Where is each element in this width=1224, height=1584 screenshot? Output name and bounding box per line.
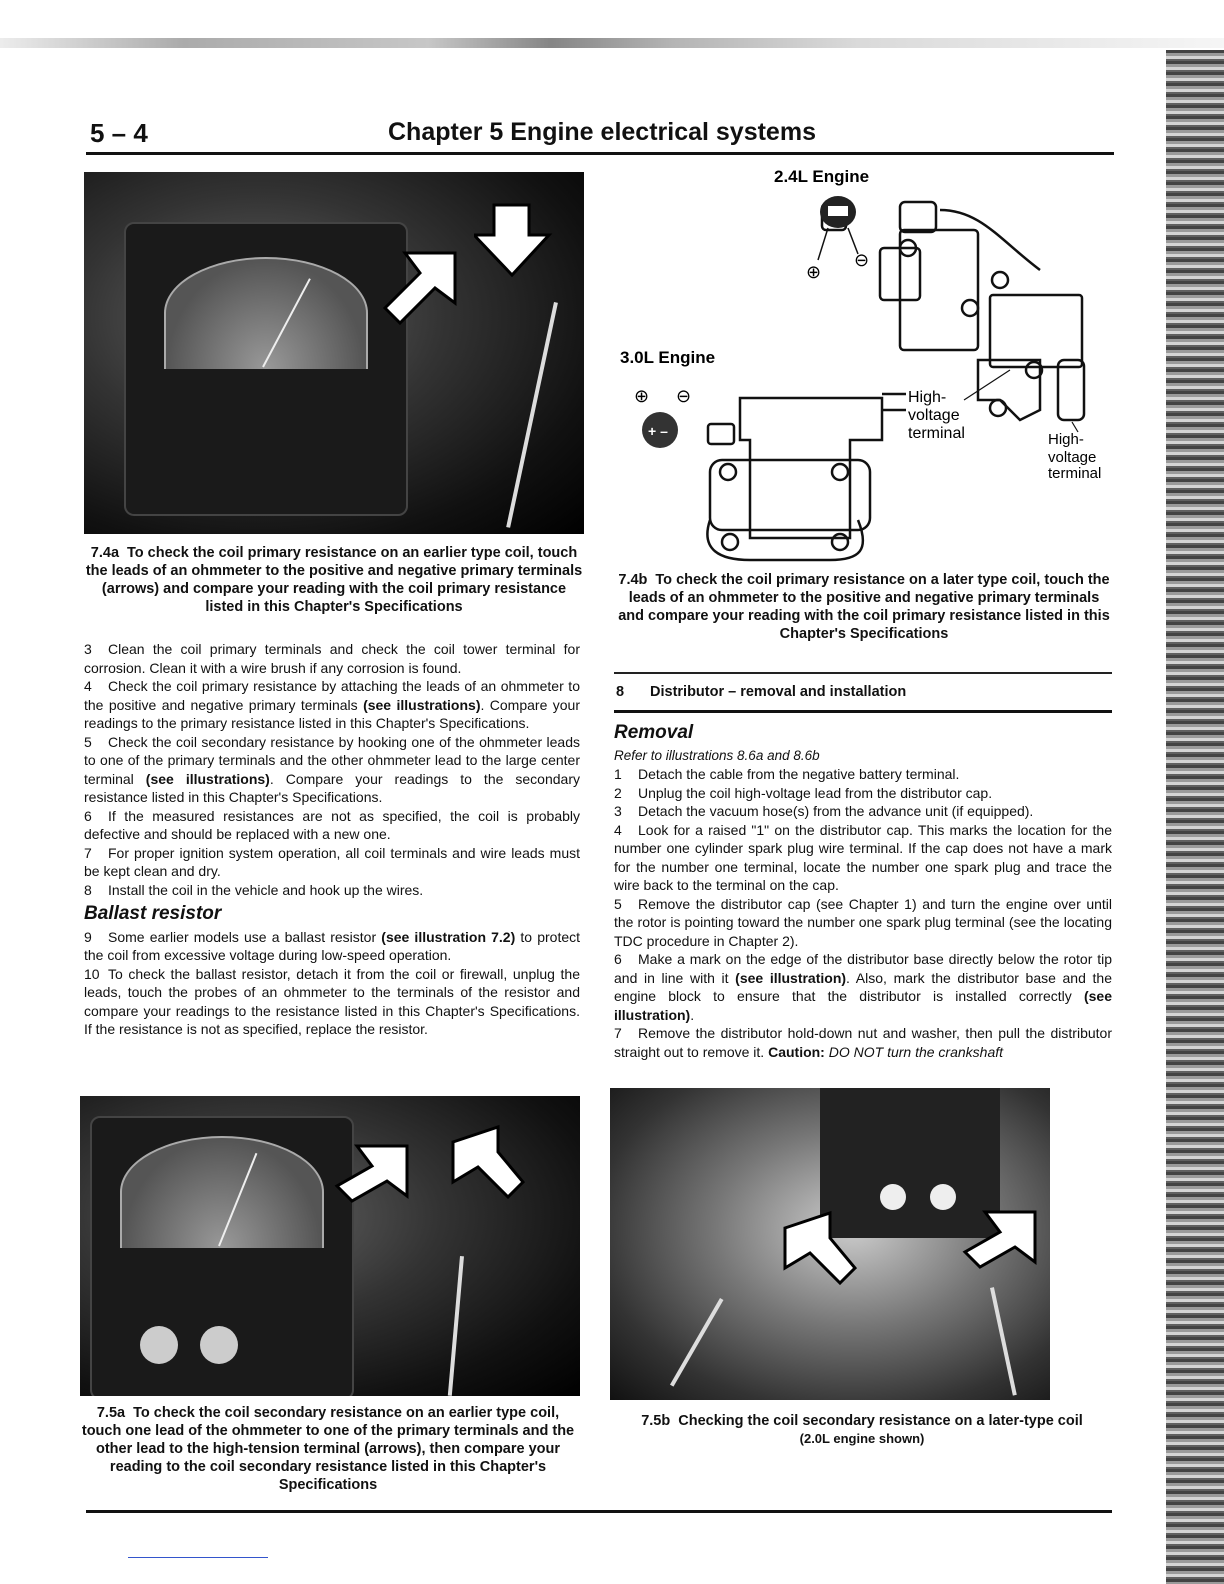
bottom-rule [86, 1510, 1112, 1513]
test-lead [447, 1256, 464, 1396]
svg-text:terminal: terminal [1048, 465, 1101, 482]
section-heading-8: 8 Distributor – removal and installation [614, 672, 1112, 713]
svg-text:terminal: terminal [908, 425, 965, 442]
chapter-title: Chapter 5 Engine electrical systems [388, 118, 816, 146]
page-header: 5 – 4 Chapter 5 Engine electrical system… [86, 112, 1114, 155]
arrow-icon [451, 1124, 526, 1200]
label-3-0l-engine: 3.0L Engine [620, 348, 715, 367]
meter-knob [140, 1326, 178, 1364]
heading-removal: Removal [614, 722, 694, 743]
arrow-icon [474, 203, 553, 278]
right-column-text: Removal Refer to illustrations 8.6a and … [614, 718, 1112, 1061]
test-lead [506, 302, 558, 528]
svg-text:voltage: voltage [1048, 449, 1096, 466]
svg-text:voltage: voltage [908, 407, 960, 424]
test-lead [670, 1298, 724, 1387]
terminal-dot [880, 1184, 906, 1210]
arrow-icon [334, 1144, 409, 1203]
coil-body [820, 1088, 1000, 1238]
meter-dial [164, 257, 368, 369]
svg-text:+ –: + – [648, 423, 668, 439]
coil-connector-3-0l: + – [642, 412, 678, 448]
coil-connector-2-4l [817, 196, 859, 261]
scan-artifact-top [0, 38, 1224, 48]
arrow-icon [382, 251, 457, 326]
photo-7-5a [80, 1096, 580, 1396]
diagram-7-4b: 2.4L Engine 3.0L Engine ⊕ ⊖ [600, 160, 1120, 570]
photo-7-5b [610, 1088, 1050, 1400]
meter-dial [120, 1136, 324, 1248]
label-2-4l-engine: 2.4L Engine [774, 167, 869, 186]
footer-line [128, 1557, 268, 1558]
heading-ballast-resistor: Ballast resistor [84, 903, 222, 924]
test-lead [990, 1287, 1017, 1396]
meter-knob [200, 1326, 238, 1364]
minus-icon: ⊖ [854, 250, 869, 270]
hv-label-3-0l: High- [908, 389, 946, 406]
photo-7-4a [84, 172, 584, 534]
arrow-icon [783, 1210, 858, 1286]
arrow-icon [962, 1210, 1037, 1269]
hv-label-2-4l: High- [1048, 431, 1084, 448]
coil-diagram: 2.4L Engine 3.0L Engine ⊕ ⊖ [620, 167, 1101, 562]
plus-icon: ⊕ [806, 262, 821, 282]
plus-icon: ⊕ [634, 386, 649, 406]
refer-illustrations: Refer to illustrations 8.6a and 8.6b [614, 747, 820, 763]
coil-3-0l [706, 392, 906, 562]
minus-icon: ⊖ [676, 386, 691, 406]
page-number: 5 – 4 [90, 118, 148, 148]
scan-artifact-edge [1166, 50, 1224, 1584]
coil-2-4l [820, 200, 1086, 422]
terminal-dot [930, 1184, 956, 1210]
